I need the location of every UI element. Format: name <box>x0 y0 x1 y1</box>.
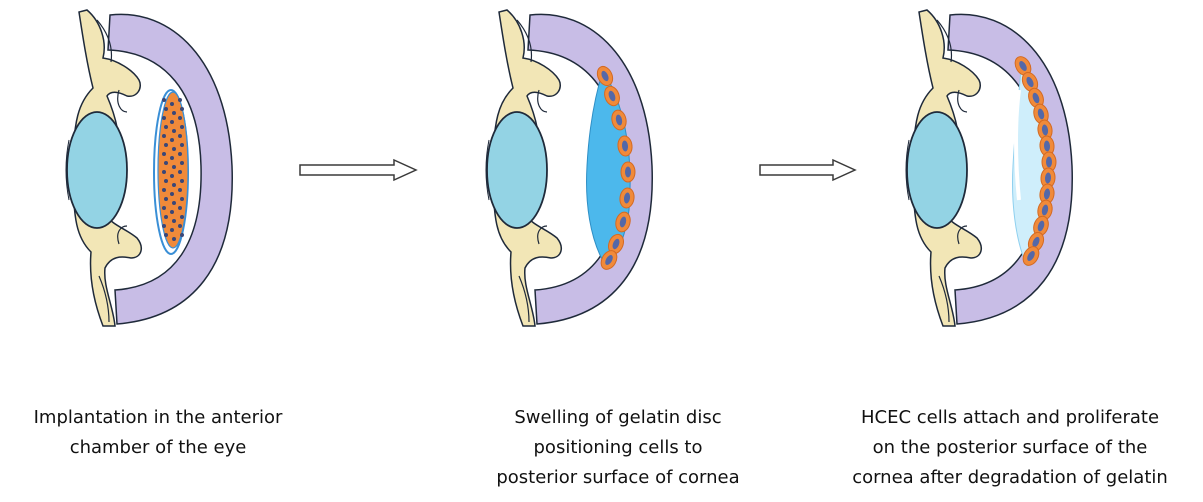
disc-cell-nucleus <box>162 206 166 210</box>
disc-cell-nucleus <box>170 192 174 196</box>
arrow-shape <box>760 160 855 180</box>
arrow-shape <box>300 160 416 180</box>
gelatin-disc <box>154 90 188 254</box>
disc-cell-nucleus <box>164 161 168 165</box>
disc-cell-nucleus <box>180 233 184 237</box>
lens <box>907 112 967 228</box>
disc-cell-nucleus <box>172 111 176 115</box>
disc-cell-nucleus <box>172 201 176 205</box>
cell-nucleus <box>1046 157 1052 168</box>
disc-cell-nucleus <box>170 102 174 106</box>
eye-panel-implantation <box>66 10 232 326</box>
disc-cell-nucleus <box>172 237 176 241</box>
disc-cell-nucleus <box>170 210 174 214</box>
disc-cell-nucleus <box>162 116 166 120</box>
disc-cell-nucleus <box>172 129 176 133</box>
disc-cell-nucleus <box>164 179 168 183</box>
disc-cell-nucleus <box>170 228 174 232</box>
disc-cell-nucleus <box>178 98 182 102</box>
arrow-right-1 <box>300 160 416 180</box>
disc-cell-nucleus <box>172 183 176 187</box>
disc-cell-nucleus <box>164 125 168 129</box>
disc-cell-nucleus <box>162 188 166 192</box>
disc-cell-nucleus <box>164 143 168 147</box>
arrow-right-2 <box>760 160 855 180</box>
disc-cell-nucleus <box>172 147 176 151</box>
disc-cell-nucleus <box>162 170 166 174</box>
disc-cell-nucleus <box>180 107 184 111</box>
disc-cell-nucleus <box>178 152 182 156</box>
disc-cell-nucleus <box>178 170 182 174</box>
disc-cell-nucleus <box>164 233 168 237</box>
disc-cell-nucleus <box>180 215 184 219</box>
disc-cell-nucleus <box>178 206 182 210</box>
disc-cell-nucleus <box>172 165 176 169</box>
caption-attachment: HCEC cells attach and proliferate on the… <box>822 403 1198 493</box>
disc-cell-nucleus <box>172 219 176 223</box>
disc-cell-nucleus <box>178 224 182 228</box>
disc-cell-nucleus <box>178 188 182 192</box>
disc-cell-nucleus <box>178 134 182 138</box>
lens <box>487 112 547 228</box>
endothelial-cell <box>621 162 635 182</box>
disc-cell-nucleus <box>180 161 184 165</box>
disc-cell-nucleus <box>180 125 184 129</box>
disc-cell-nucleus <box>170 174 174 178</box>
caption-swelling: Swelling of gelatin disc positioning cel… <box>468 403 768 493</box>
disc-cell-nucleus <box>180 143 184 147</box>
disc-cell-nucleus <box>162 152 166 156</box>
disc-cell-nucleus <box>164 107 168 111</box>
cell-nucleus <box>625 167 631 178</box>
disc-cell-nucleus <box>162 224 166 228</box>
lens <box>67 112 127 228</box>
disc-cell-nucleus <box>162 98 166 102</box>
eye-panel-swelling <box>486 10 652 326</box>
disc-cell-nucleus <box>170 120 174 124</box>
disc-cell-nucleus <box>170 156 174 160</box>
disc-cell-nucleus <box>164 197 168 201</box>
caption-implantation: Implantation in the anterior chamber of … <box>8 403 308 463</box>
disc-cell-nucleus <box>178 116 182 120</box>
disc-cell-nucleus <box>180 197 184 201</box>
disc-cell-nucleus <box>180 179 184 183</box>
eye-panel-attachment <box>906 10 1072 326</box>
disc-cell-nucleus <box>170 138 174 142</box>
disc-cell-nucleus <box>162 134 166 138</box>
disc-cell-nucleus <box>164 215 168 219</box>
disc-cells <box>158 92 188 248</box>
